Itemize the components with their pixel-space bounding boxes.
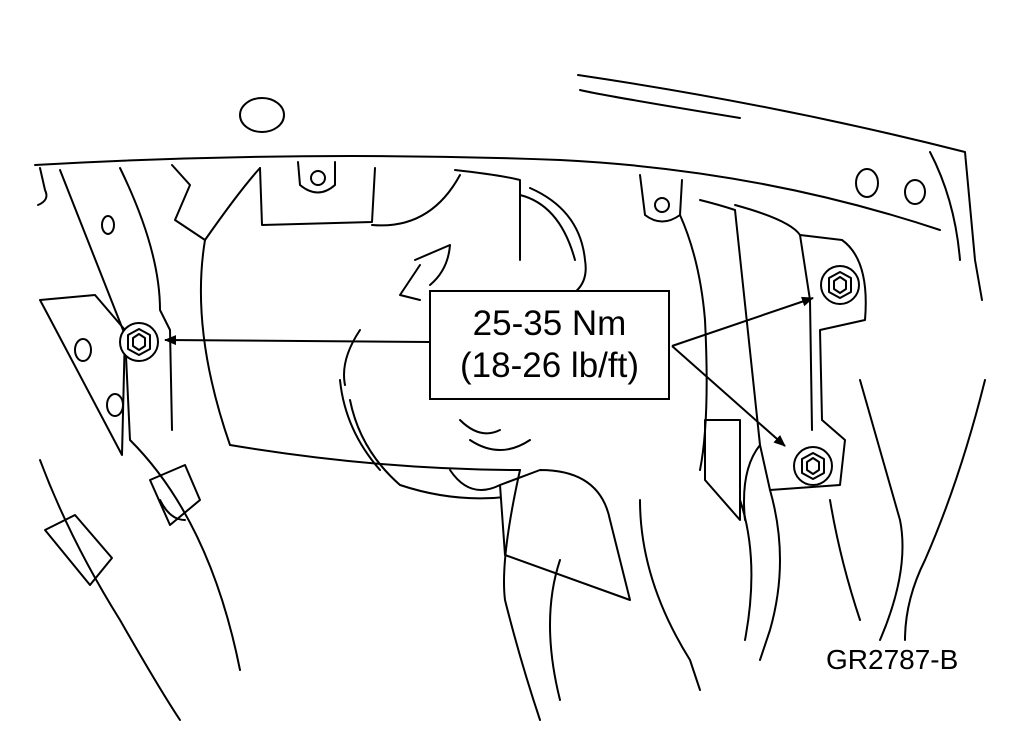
torque-metric-label: 25-35 Nm [472,304,627,343]
figure-id-label: GR2787-B [826,644,959,675]
leader-arrow-left [164,335,430,346]
lower-strap [449,419,701,721]
leader-arrow-lower-right [671,345,786,447]
upper-right-mounting-bolt-icon [820,265,860,305]
left-frame-rail [39,167,241,721]
lower-right-mounting-bolt-icon [793,446,833,486]
solenoid-flange [679,199,986,661]
left-mounting-bolt-icon [119,322,159,362]
engine-block-outline [34,74,983,301]
leader-arrow-upper-right [671,296,814,347]
torque-callout: 25-35 Nm (18-26 lb/ft) [429,290,670,400]
torque-imperial-label: (18-26 lb/ft) [460,346,639,385]
